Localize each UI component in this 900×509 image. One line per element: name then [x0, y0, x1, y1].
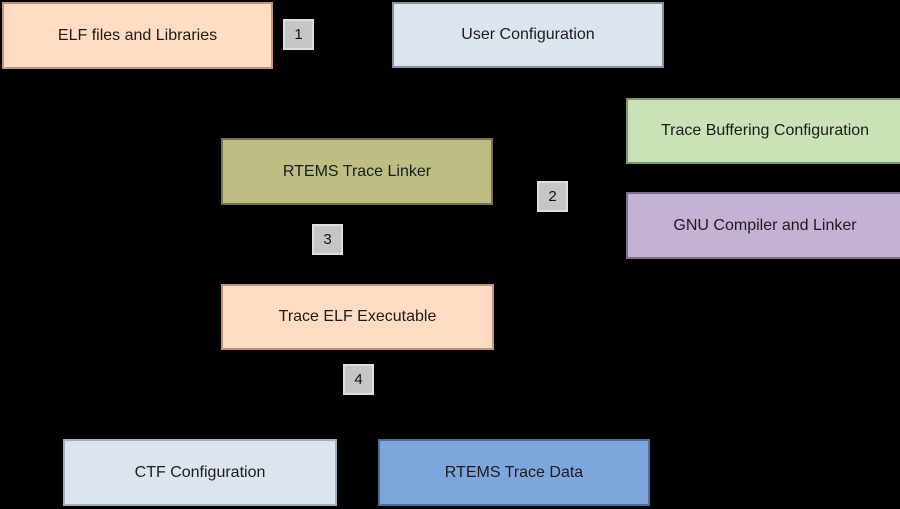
step-label: 1 [294, 26, 303, 43]
box-label: Trace ELF Executable [278, 308, 437, 326]
box-trace-buffering-configuration: Trace Buffering Configuration [626, 98, 900, 164]
box-trace-elf-executable: Trace ELF Executable [221, 284, 494, 350]
box-label: GNU Compiler and Linker [673, 216, 857, 234]
step-label: 3 [323, 231, 332, 248]
box-gnu-compiler-and-linker: GNU Compiler and Linker [626, 192, 900, 259]
step-marker-3: 3 [312, 224, 343, 255]
box-label: CTF Configuration [134, 463, 266, 481]
box-user-configuration: User Configuration [392, 2, 664, 68]
step-label: 4 [354, 371, 363, 388]
step-label: 2 [548, 188, 557, 205]
step-marker-4: 4 [343, 364, 374, 395]
box-label: RTEMS Trace Data [444, 463, 584, 481]
box-elf-files-and-libraries: ELF files and Libraries [2, 2, 273, 69]
box-label: ELF files and Libraries [57, 26, 218, 44]
box-label: RTEMS Trace Linker [282, 162, 432, 180]
step-marker-1: 1 [283, 19, 314, 50]
step-marker-2: 2 [537, 181, 568, 212]
box-label: Trace Buffering Configuration [660, 122, 870, 140]
box-rtems-trace-linker: RTEMS Trace Linker [221, 138, 493, 205]
box-ctf-configuration: CTF Configuration [63, 439, 337, 506]
box-rtems-trace-data: RTEMS Trace Data [378, 439, 650, 506]
box-label: User Configuration [461, 26, 595, 44]
